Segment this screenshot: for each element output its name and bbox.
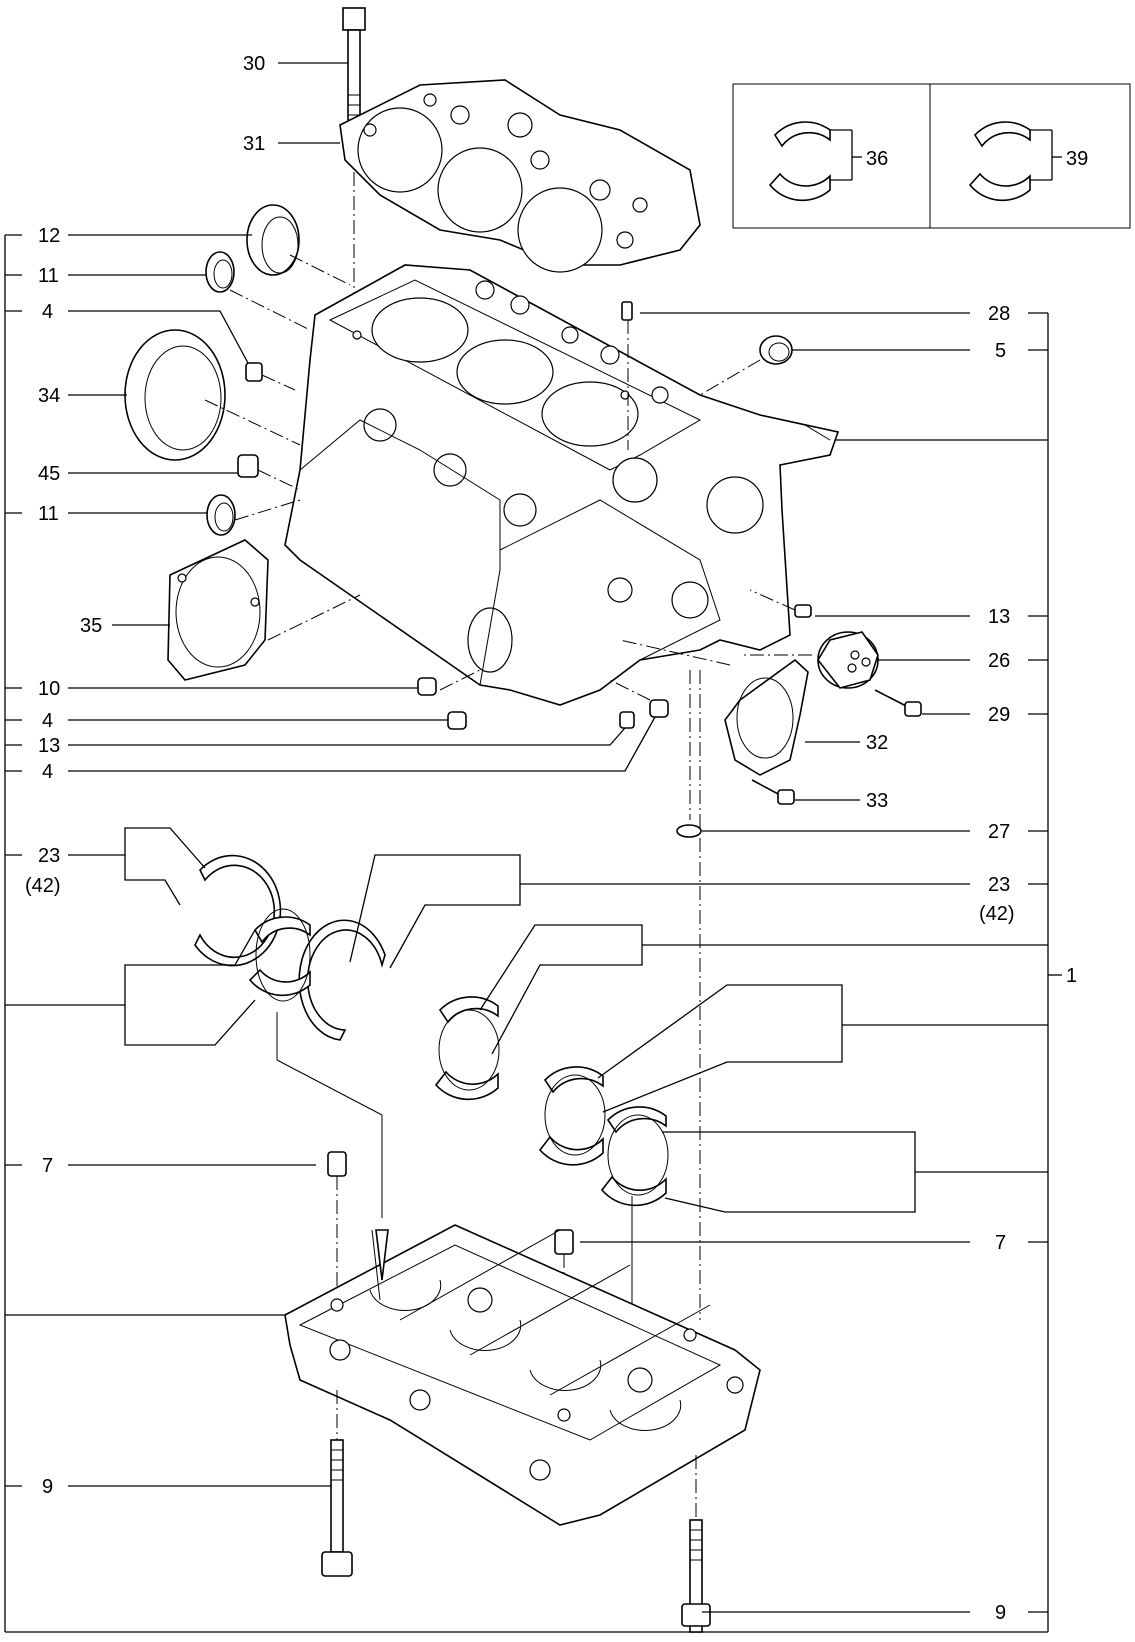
cylinder-block bbox=[284, 264, 840, 706]
dowel-13-lower bbox=[68, 711, 635, 746]
callout-23-right: 23 bbox=[988, 874, 1010, 896]
bolt-33 bbox=[751, 779, 860, 805]
callout-31: 31 bbox=[243, 133, 265, 155]
callout-42-left: (42) bbox=[25, 875, 61, 897]
lower-crankcase bbox=[284, 1224, 761, 1526]
callout-42-right: (42) bbox=[979, 903, 1015, 925]
callout-23-left: 23 bbox=[38, 845, 60, 867]
cover-plate-35 bbox=[112, 539, 269, 681]
callout-27: 27 bbox=[988, 821, 1010, 843]
plug-12 bbox=[68, 204, 300, 276]
upper-dashed-leaders bbox=[204, 254, 812, 1320]
callout-28: 28 bbox=[988, 303, 1010, 325]
callout-11-lower: 11 bbox=[38, 503, 59, 525]
callout-10: 10 bbox=[38, 678, 60, 700]
left-assembly-bracket bbox=[4, 234, 1048, 1633]
callout-7-right: 7 bbox=[995, 1232, 1006, 1254]
bearing-variants-inset bbox=[732, 83, 1131, 229]
main-bearing-3 bbox=[538, 984, 843, 1166]
main-bearing-2 bbox=[434, 924, 643, 1101]
callout-5: 5 bbox=[995, 340, 1006, 362]
callout-30: 30 bbox=[243, 53, 265, 75]
plug-10 bbox=[68, 677, 437, 696]
callout-36: 36 bbox=[866, 148, 888, 170]
callout-13-lower: 13 bbox=[38, 735, 60, 757]
plug-5 bbox=[759, 335, 970, 365]
plug-11-upper bbox=[68, 251, 235, 293]
callout-11-upper: 11 bbox=[38, 265, 59, 287]
sleeve-7-left bbox=[68, 1151, 347, 1300]
callout-1: 1 bbox=[1066, 965, 1077, 987]
plug-11-lower bbox=[68, 494, 236, 536]
plug-4-lower bbox=[68, 699, 669, 772]
dowel-13-upper bbox=[794, 604, 970, 618]
gasket-32 bbox=[724, 658, 860, 776]
callout-12: 12 bbox=[38, 225, 60, 247]
callout-35: 35 bbox=[80, 615, 102, 637]
callout-13-upper: 13 bbox=[988, 606, 1010, 628]
o-ring-27 bbox=[676, 824, 970, 838]
callout-4-lower: 4 bbox=[42, 761, 53, 783]
callout-45: 45 bbox=[38, 463, 60, 485]
callout-26: 26 bbox=[988, 650, 1010, 672]
callout-9-left: 9 bbox=[42, 1476, 53, 1498]
plug-4-upper bbox=[68, 310, 263, 382]
crankcase-bolt-9-right bbox=[681, 1455, 970, 1633]
plug-4-middle bbox=[68, 711, 467, 730]
housing-26 bbox=[817, 631, 970, 689]
main-bearing-left bbox=[124, 908, 383, 1218]
bearing-shell-39-drawing bbox=[968, 121, 1062, 202]
callout-29: 29 bbox=[988, 704, 1010, 726]
thrust-washer-23-left bbox=[68, 827, 282, 967]
oil-seal-34 bbox=[68, 329, 226, 461]
right-assembly-bracket bbox=[642, 312, 1062, 1632]
callout-32: 32 bbox=[866, 732, 888, 754]
crankcase-bolt-9-left bbox=[68, 1390, 353, 1577]
head-gasket-31 bbox=[278, 79, 701, 273]
callout-labels: 30 31 12 11 4 34 45 11 35 10 4 13 4 23 (… bbox=[25, 53, 1088, 1624]
dowel-28 bbox=[621, 301, 970, 321]
dowel-45 bbox=[68, 454, 259, 478]
callout-39: 39 bbox=[1066, 148, 1088, 170]
callout-34: 34 bbox=[38, 385, 60, 407]
callout-4-upper: 4 bbox=[42, 301, 53, 323]
callout-7-left: 7 bbox=[42, 1155, 53, 1177]
main-bearing-4 bbox=[600, 1106, 916, 1390]
callout-9-right: 9 bbox=[995, 1602, 1006, 1624]
callout-4-middle: 4 bbox=[42, 710, 53, 732]
thrust-washer-23-right bbox=[298, 854, 970, 1041]
bolt-29 bbox=[874, 689, 970, 717]
callout-33: 33 bbox=[866, 790, 888, 812]
bearing-shell-36-drawing bbox=[768, 121, 862, 202]
